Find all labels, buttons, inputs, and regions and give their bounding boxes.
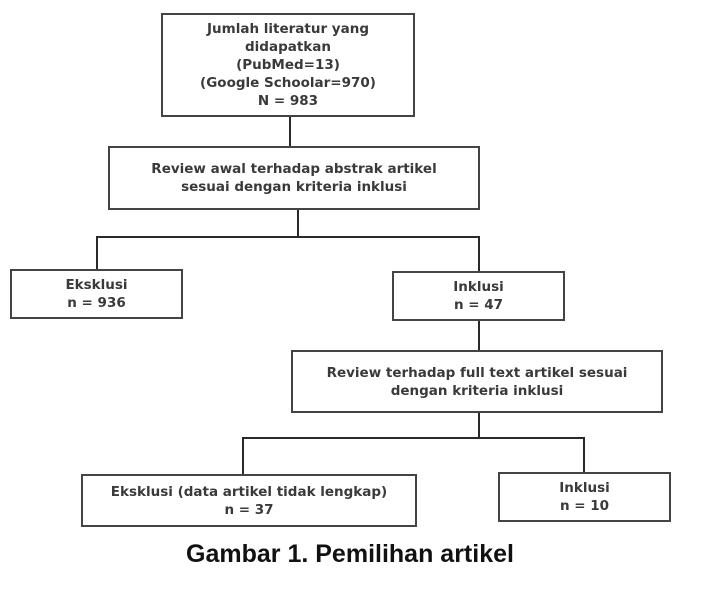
inclusion-box-1: Inklusi n = 47 bbox=[392, 271, 565, 321]
connector bbox=[478, 236, 480, 272]
connector bbox=[297, 210, 299, 237]
box-line: didapatkan bbox=[245, 39, 331, 55]
exclusion-box-2: Eksklusi (data artikel tidak lengkap) n … bbox=[81, 474, 417, 527]
box-line: n = 37 bbox=[224, 501, 274, 518]
box-line: Inklusi bbox=[453, 279, 504, 295]
box-line: Review terhadap full text artikel sesuai bbox=[326, 364, 628, 381]
box-line: Inklusi bbox=[559, 480, 610, 496]
connector bbox=[242, 437, 585, 439]
inclusion-box-2: Inklusi n = 10 bbox=[498, 472, 671, 522]
connector bbox=[242, 437, 244, 475]
literature-count-box: Jumlah literatur yang didapatkan (PubMed… bbox=[161, 13, 415, 117]
connector bbox=[583, 437, 585, 473]
connector bbox=[96, 236, 479, 238]
box-line: Eksklusi (data artikel tidak lengkap) bbox=[110, 483, 388, 500]
box-line: Eksklusi bbox=[65, 277, 128, 293]
connector bbox=[289, 117, 291, 147]
figure-caption: Gambar 1. Pemilihan artikel bbox=[186, 540, 514, 568]
box-line: Jumlah literatur yang bbox=[207, 21, 369, 37]
box-line: (Google Schoolar=970) bbox=[200, 75, 376, 91]
connector bbox=[96, 236, 98, 270]
abstract-review-box: Review awal terhadap abstrak artikel ses… bbox=[108, 146, 480, 210]
fulltext-review-box: Review terhadap full text artikel sesuai… bbox=[291, 350, 663, 413]
box-line: n = 47 bbox=[453, 297, 504, 313]
box-line: (PubMed=13) bbox=[236, 57, 340, 73]
connector bbox=[478, 321, 480, 351]
box-line: dengan kriteria inklusi bbox=[390, 382, 564, 399]
box-line: N = 983 bbox=[257, 93, 319, 109]
box-line: n = 936 bbox=[67, 295, 126, 311]
box-line: n = 10 bbox=[559, 498, 610, 514]
box-line: Review awal terhadap abstrak artikel bbox=[151, 161, 437, 177]
box-line: sesuai dengan kriteria inklusi bbox=[181, 179, 407, 195]
exclusion-box-1: Eksklusi n = 936 bbox=[10, 269, 183, 319]
connector bbox=[478, 413, 480, 438]
